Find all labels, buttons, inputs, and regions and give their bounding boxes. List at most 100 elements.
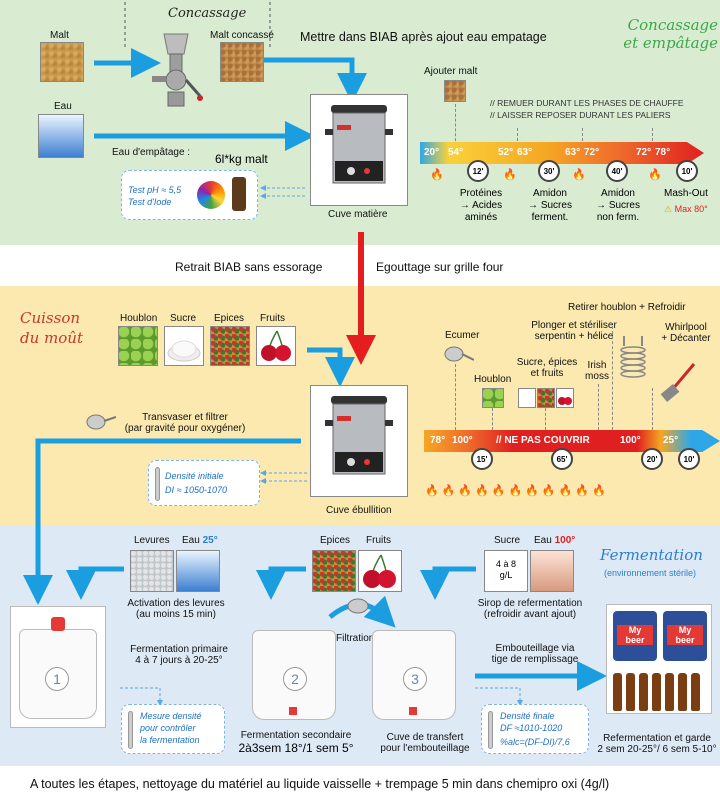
- phase-line: [517, 128, 518, 146]
- secondary-fermenter-bucket-icon: 2: [252, 630, 336, 720]
- refermentation-label: Refermentation et garde 2 sem 20-25°/ 6 …: [594, 733, 720, 755]
- malt-crushed-label: Malt concassé: [210, 30, 274, 41]
- timer-icon: 10': [676, 160, 698, 182]
- fire-icon: 🔥: [648, 169, 662, 181]
- secondary-line: 2à3sem 18°/1 sem 5°: [238, 741, 354, 755]
- brew-kettle-icon: [325, 105, 393, 184]
- transfer-line: (par gravité pour oxygéner): [124, 423, 246, 434]
- ingredient-label-sugar: Sucre: [170, 313, 197, 324]
- boil-vessel-image: [310, 385, 408, 497]
- hydrometer-icon: [128, 711, 133, 749]
- additions-label: Sucre, épices et fruits: [514, 357, 580, 379]
- malt-crushed-image: [220, 42, 264, 82]
- whirlpool-line: Whirlpool: [665, 322, 707, 333]
- syrup-line: Sirop de refermentation: [477, 598, 583, 609]
- water-label: Eau: [54, 101, 72, 112]
- spices-image-small: [537, 388, 555, 408]
- beer-label-line: beer: [667, 635, 703, 645]
- water2-temp: 100°: [554, 535, 576, 546]
- fruits-label-ferm: Fruits: [366, 535, 391, 546]
- beer-bottle-icon: [678, 673, 687, 711]
- beer-label-line: My: [667, 625, 703, 635]
- bucket-number: 1: [45, 667, 69, 691]
- ingredient-label-hops: Houblon: [120, 313, 158, 324]
- boil-vessel-label: Cuve ébullition: [326, 505, 392, 516]
- temp-1: 20°: [424, 147, 440, 158]
- boil-temperature-bar: [424, 430, 720, 452]
- timer-icon: 10': [678, 448, 700, 470]
- step-line: → Sucres: [596, 200, 640, 211]
- section-title-concassage: Concassage et empâtage: [590, 16, 718, 52]
- cherry-icon: [261, 330, 291, 361]
- test-ph: Test pH ≈ 5,5: [128, 185, 182, 195]
- mash-vessel-label: Cuve matière: [328, 209, 388, 220]
- hydrometer-icon: [488, 711, 493, 749]
- beer-bottle-icon: [613, 673, 622, 711]
- step-starch-fermentable: Amidon → Sucres ferment.: [522, 188, 578, 224]
- phase-line: [598, 384, 599, 430]
- irish-line: moss: [585, 371, 609, 382]
- measure-line: la fermentation: [140, 735, 200, 745]
- temp-2: 54°: [448, 147, 464, 158]
- temp-5: 63°: [565, 147, 581, 158]
- fruits-image-ferm: [358, 550, 402, 592]
- filtration-label: Filtration: [336, 633, 375, 644]
- transfer-vessel-label: Cuve de transfert pour l'embouteillage: [370, 732, 480, 754]
- activation-line: (au moins 15 min): [135, 609, 217, 620]
- cherry-icon: [558, 397, 572, 405]
- beer-bottle-icon: [639, 673, 648, 711]
- transfer-instruction: Transvaser et filtrer (par gravité pour …: [120, 412, 250, 434]
- sugar-dose-line: 4 à 8: [495, 559, 517, 569]
- step-starch-nonfermentable: Amidon → Sucres non ferm.: [590, 188, 646, 224]
- tap-icon: [409, 707, 417, 715]
- timer-icon: 12': [467, 160, 489, 182]
- section-title-fermentation: Fermentation: [600, 546, 703, 564]
- fruits-image: [256, 326, 296, 366]
- primary-fermenter-panel: 1: [10, 606, 106, 728]
- mash-vessel-image: [310, 94, 408, 206]
- concassage-title: Concassage: [168, 6, 247, 21]
- sugar-image-small: [518, 388, 536, 408]
- primary-line: Fermentation primaire: [130, 644, 228, 655]
- spices-label-ferm: Epices: [320, 535, 351, 546]
- transfer-vessel-line: pour l'embouteillage: [380, 743, 470, 754]
- bottles-panel: My beer My beer: [606, 604, 712, 714]
- section-title-cuisson: Cuisson du moût: [20, 308, 83, 348]
- hops-image: [118, 326, 158, 366]
- sterile-subtitle: (environnement stérile): [604, 568, 697, 578]
- final-density-line: %alc=(DF-DI)/7,6: [500, 737, 570, 747]
- hot-water-image: [530, 550, 574, 592]
- iodine-bottle-icon: [232, 177, 246, 211]
- cooling-coil-icon: [618, 336, 648, 380]
- step-line: non ferm.: [596, 212, 640, 223]
- irish-line: Irish: [587, 360, 607, 371]
- sugar-dose-image: 4 à 8 g/L: [484, 550, 528, 592]
- brew-kettle-icon: [325, 396, 393, 475]
- water-label-ferm: Eau 25°: [182, 535, 218, 546]
- additions-line: et fruits: [530, 368, 564, 379]
- measure-line: Mesure densité: [140, 711, 202, 721]
- section-title-line2: et empâtage: [623, 34, 718, 52]
- timer-icon: 65': [551, 448, 573, 470]
- boil-temp-boil-end: 100°: [620, 435, 641, 446]
- step-line: Protéines: [459, 188, 503, 199]
- section-title-line1: Cuisson: [20, 309, 81, 327]
- rest-comment: // LAISSER REPOSER DURANT LES PALIERS: [490, 110, 671, 120]
- sugar-dose-line: g/L: [499, 570, 513, 580]
- water2-label: Eau 100°: [534, 535, 575, 546]
- bucket-number: 2: [283, 667, 307, 691]
- syrup-label: Sirop de refermentation (refroidir avant…: [470, 598, 590, 620]
- bucket-number: 3: [403, 667, 427, 691]
- refermentation-line: Refermentation et garde: [603, 733, 711, 744]
- bottling-label: Embouteillage via tige de remplissage: [480, 643, 590, 665]
- beer-bottle-icon: [691, 673, 700, 711]
- cleaning-footer: A toutes les étapes, nettoyage du matéri…: [30, 777, 610, 791]
- phase-line: [652, 388, 653, 430]
- syrup-line: (refroidir avant ajout): [483, 609, 577, 620]
- step-proteins: Protéines → Acides aminés: [453, 188, 509, 224]
- yeast-image: [130, 550, 174, 592]
- ingredient-label-spices: Epices: [214, 313, 245, 324]
- measure-line: pour contrôler: [140, 723, 196, 733]
- initial-density-value: DI ≈ 1050-1070: [165, 485, 227, 495]
- boil-temp-end: 25°: [663, 435, 679, 446]
